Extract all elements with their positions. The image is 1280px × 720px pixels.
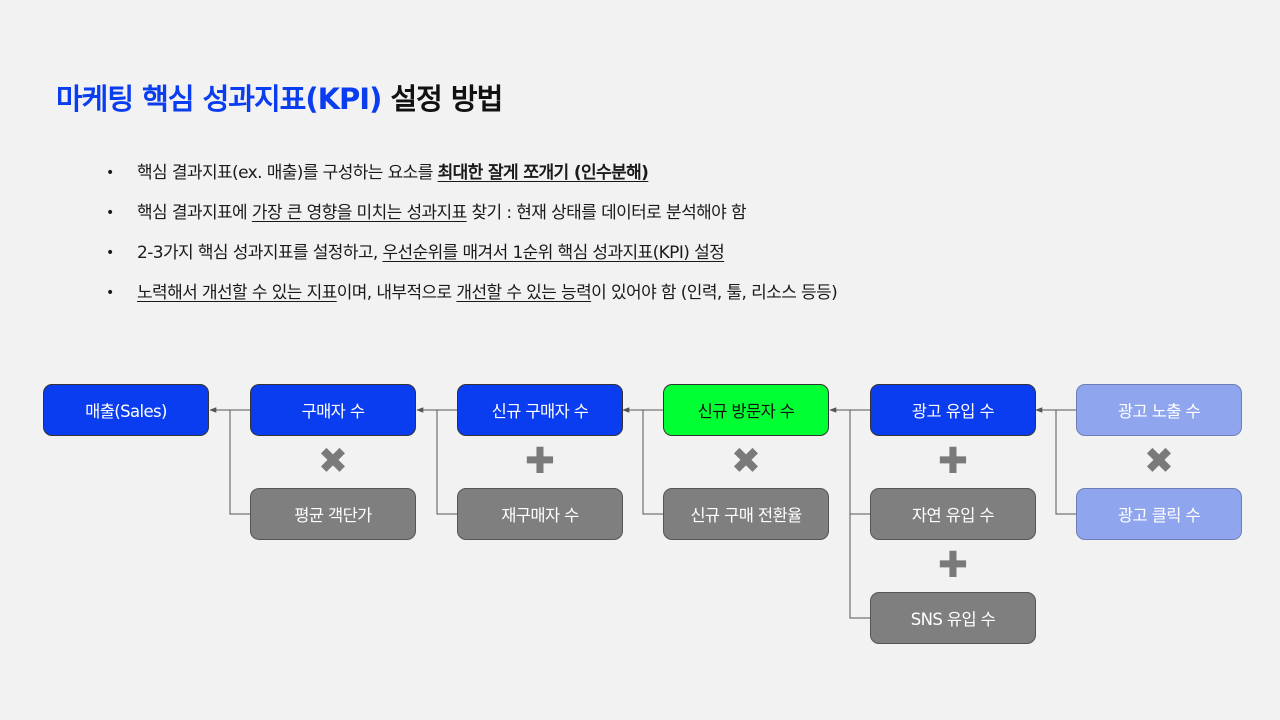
connector-ad-clicks	[1055, 410, 1076, 515]
box-sns-inflow: SNS 유입 수	[870, 592, 1036, 644]
box-new-conv: 신규 구매 전환율	[663, 488, 829, 540]
times-icon: ✖	[317, 441, 349, 482]
bullet-dot: •	[106, 245, 114, 261]
connector-organic-inflow	[849, 410, 870, 515]
bullet-dot: •	[106, 285, 114, 301]
bullet-emphasis: 개선할 수 있는 능력	[456, 283, 592, 303]
bullet-emphasis: 노력해서 개선할 수 있는 지표	[137, 283, 337, 303]
bullet-text: 찾기 : 현재 상태를 데이터로 분석해야 함	[466, 203, 747, 223]
box-ad-clicks: 광고 클릭 수	[1076, 488, 1242, 540]
box-avg-order: 평균 객단가	[250, 488, 416, 540]
bullet-emphasis: 최대한 잘게 쪼개기 (인수분해)	[437, 163, 649, 183]
bullet-list: • 핵심 결과지표(ex. 매출)를 구성하는 요소를 최대한 잘게 쪼개기 (인…	[106, 158, 838, 318]
box-new-buyers: 신규 구매자 수	[457, 384, 623, 436]
times-icon: ✖	[1143, 441, 1175, 482]
box-ad-inflow: 광고 유입 수	[870, 384, 1036, 436]
title-accent: 마케팅 핵심 성과지표(KPI)	[56, 82, 382, 116]
box-buyers: 구매자 수	[250, 384, 416, 436]
bullet-dot: •	[106, 205, 114, 221]
bullet-text: 이며, 내부적으로	[336, 283, 457, 303]
bullet-item: • 핵심 결과지표에 가장 큰 영향을 미치는 성과지표 찾기 : 현재 상태를 …	[106, 198, 837, 238]
times-icon: ✖	[730, 441, 762, 482]
bullet-emphasis: 우선순위를 매겨서 1순위 핵심 성과지표(KPI) 설정	[382, 243, 725, 263]
bullet-text: 핵심 결과지표(ex. 매출)를 구성하는 요소를	[137, 163, 438, 183]
connector-repeat-buyers	[436, 410, 457, 515]
connector-new-conv	[642, 410, 663, 515]
plus-icon: ✚	[937, 545, 969, 586]
page-title: 마케팅 핵심 성과지표(KPI) 설정 방법	[56, 76, 503, 118]
box-new-visitors: 신규 방문자 수	[663, 384, 829, 436]
connector-sns-inflow	[849, 514, 870, 619]
bullet-dot: •	[106, 165, 114, 181]
bullet-text: 핵심 결과지표에	[137, 203, 252, 223]
box-ad-impressions: 광고 노출 수	[1076, 384, 1242, 436]
plus-icon: ✚	[524, 441, 556, 482]
bullet-text: 이 있어야 함 (인력, 툴, 리소스 등등)	[591, 283, 838, 303]
box-repeat-buyers: 재구매자 수	[457, 488, 623, 540]
bullet-text: 2-3가지 핵심 성과지표를 설정하고,	[137, 243, 383, 263]
bullet-item: • 2-3가지 핵심 성과지표를 설정하고, 우선순위를 매겨서 1순위 핵심 성…	[106, 238, 837, 278]
title-rest: 설정 방법	[381, 82, 503, 116]
connector-avg-order-sales	[229, 410, 250, 515]
bullet-item: • 노력해서 개선할 수 있는 지표이며, 내부적으로 개선할 수 있는 능력이 …	[106, 278, 838, 318]
bullet-emphasis: 가장 큰 영향을 미치는 성과지표	[251, 203, 467, 223]
box-organic-inflow: 자연 유입 수	[870, 488, 1036, 540]
bullet-item: • 핵심 결과지표(ex. 매출)를 구성하는 요소를 최대한 잘게 쪼개기 (인…	[106, 158, 837, 198]
box-sales: 매출(Sales)	[43, 384, 209, 436]
plus-icon: ✚	[937, 441, 969, 482]
